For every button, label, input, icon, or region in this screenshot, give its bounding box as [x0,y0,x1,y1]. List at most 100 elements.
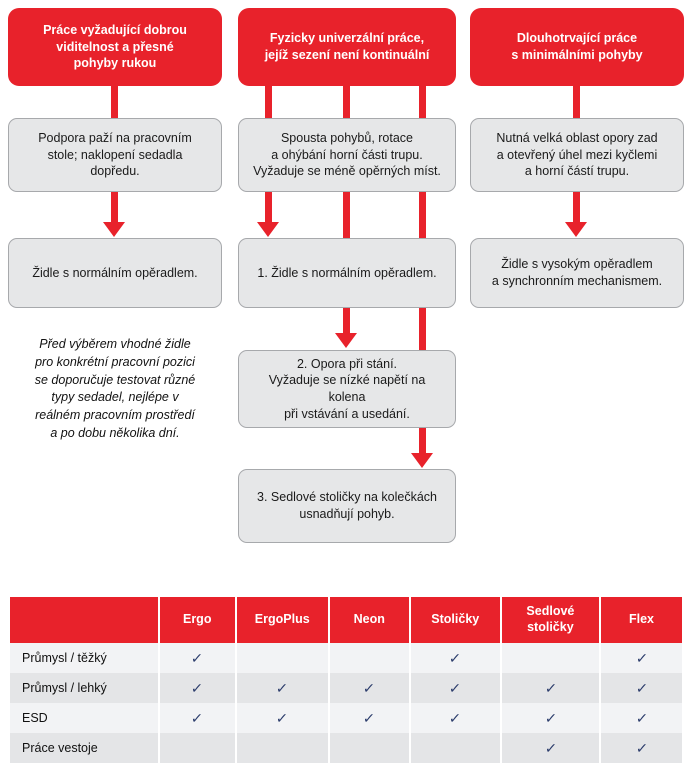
solution-text: 1. Židle s normálním opěradlem. [257,265,437,280]
header-line-2: stoličky [527,620,574,634]
column-header-sticks: Stoličky [410,597,500,643]
header-line-1: Sedlové [526,604,575,619]
solution-line: Vyžaduje se nízké napětí na kolena [268,373,426,404]
table-row: Práce vestoje ✓ ✓ [10,733,682,763]
matrix-cell [159,733,235,763]
row-label: Průmysl / těžký [10,643,158,673]
table-row: Průmysl / lehký✓✓✓✓✓✓ [10,673,682,703]
check-icon: ✓ [634,649,649,666]
matrix-cell [410,733,500,763]
note-line: typy sedadel, nejlépe v [51,390,179,405]
table-row: ESD ✓ ✓ ✓ ✓ ✓ ✓ [10,703,682,733]
arrow-down-icon [257,222,279,237]
check-icon: ✓ [634,739,649,756]
note-line: Před výběrem vhodné židle [39,337,191,351]
requirement-box-long-term-work: Nutná velká oblast opory zad a otevřený … [470,118,684,192]
check-icon: ✓ [448,709,462,726]
requirement-line: a otevřený úhel mezi kyčlemi [496,147,658,162]
requirement-box-universal-work: Spousta pohybů, rotace a ohýbání horní č… [238,118,456,192]
solution-line: usnadňují pohyb. [299,507,395,521]
column-header-ergo: Ergo [159,597,235,643]
matrix-cell: ✓ [600,733,682,763]
table-corner-cell [10,597,158,643]
check-icon: ✓ [190,709,204,726]
check-icon: ✓ [448,649,462,666]
connector-line [419,192,426,238]
solution-box-1-universal-work: 1. Židle s normálním opěradlem. [238,238,456,308]
note-line: a po dobu několika dní. [50,425,180,440]
column-header-long-term-work: Dlouhotrvající práce s minimálními pohyb… [470,8,684,86]
table-header-row: Ergo ErgoPlus Neon Stoličky Sedlové stol… [10,597,682,643]
column-header-saddle-stools: Sedlové stoličky [501,597,599,643]
solution-line: Židle s vysokým opěradlem [501,257,653,272]
check-icon: ✓ [362,679,376,696]
advisory-note: Před výběrem vhodné židle pro konkrétní … [8,336,222,443]
connector-line [419,86,426,118]
check-icon: ✓ [634,709,649,726]
check-icon: ✓ [543,739,558,756]
check-icon: ✓ [190,649,204,666]
matrix-cell [329,733,409,763]
check-icon: ✓ [362,709,376,726]
connector-line [343,192,350,238]
connector-line [419,428,426,456]
connector-line [573,86,580,118]
header-line: Práce vyžadující dobrou [43,23,187,38]
solution-box-1-precision-work: Židle s normálním opěradlem. [8,238,222,308]
arrow-down-icon [565,222,587,237]
check-icon: ✓ [634,679,649,696]
check-icon: ✓ [275,709,289,726]
header-line: viditelnost a přesné [56,39,174,54]
matrix-cell [329,643,409,673]
check-icon: ✓ [190,679,204,696]
matrix-cell: ✓ [329,703,409,733]
header-line: jejíž sezení není kontinuální [264,48,430,62]
matrix-cell: ✓ [501,733,599,763]
header-line: pohyby rukou [73,56,157,71]
column-header-universal-work: Fyzicky univerzální práce, jejíž sezení … [238,8,456,86]
solution-box-3-universal-work: 3. Sedlové stoličky na kolečkách usnadňu… [238,469,456,543]
column-header-neon: Neon [329,597,409,643]
header-line: Fyzicky univerzální práce, [269,31,425,46]
check-icon: ✓ [543,679,558,696]
requirement-line: stole; naklopení sedadla [47,147,183,162]
flowchart: Práce vyžadující dobrou viditelnost a př… [8,8,684,543]
connector-line [343,86,350,118]
note-line: pro konkrétní pracovní pozici [35,354,195,369]
table-row: Průmysl / těžký ✓ ✓ ✓ [10,643,682,673]
header-line: Dlouhotrvající práce [516,31,638,46]
column-header-precision-work: Práce vyžadující dobrou viditelnost a př… [8,8,222,86]
arrow-down-icon [335,333,357,348]
matrix-cell: ✓ [501,673,599,703]
check-icon: ✓ [448,679,462,696]
note-line: reálném pracovním prostředí [35,408,195,422]
matrix-cell: ✓ [600,643,682,673]
matrix-cell: ✓ [501,703,599,733]
matrix-cell: ✓ [329,673,409,703]
matrix-cell: ✓ [159,703,235,733]
requirement-line: a ohýbání horní části trupu. [271,147,423,162]
requirement-line: Spousta pohybů, rotace [280,131,414,146]
header-line: s minimálními pohyby [511,48,643,62]
check-icon: ✓ [275,679,289,696]
requirement-line: dopředu. [90,164,140,179]
arrow-down-icon [411,453,433,468]
solution-line: při vstávání a usedání. [284,406,410,421]
requirement-line: Podpora paží na pracovním [38,131,192,146]
connector-line [265,192,272,225]
row-label: ESD [10,703,158,733]
solution-text: Židle s normálním opěradlem. [32,265,198,280]
connector-line [419,308,426,350]
column-header-flex: Flex [600,597,682,643]
requirement-box-precision-work: Podpora paží na pracovním stole; naklope… [8,118,222,192]
row-label: Práce vestoje [10,733,158,763]
solution-line: 3. Sedlové stoličky na kolečkách [257,490,437,505]
solution-line: 2. Opora při stání. [296,356,398,371]
connector-line [265,86,272,118]
matrix-cell: ✓ [236,703,328,733]
table-body: Průmysl / těžký✓✓✓Průmysl / lehký✓✓✓✓✓✓E… [10,643,682,763]
product-comparison-table: Ergo ErgoPlus Neon Stoličky Sedlové stol… [8,597,684,763]
table-header: Ergo ErgoPlus Neon Stoličky Sedlové stol… [10,597,682,643]
matrix-cell: ✓ [236,673,328,703]
matrix-cell: ✓ [410,643,500,673]
